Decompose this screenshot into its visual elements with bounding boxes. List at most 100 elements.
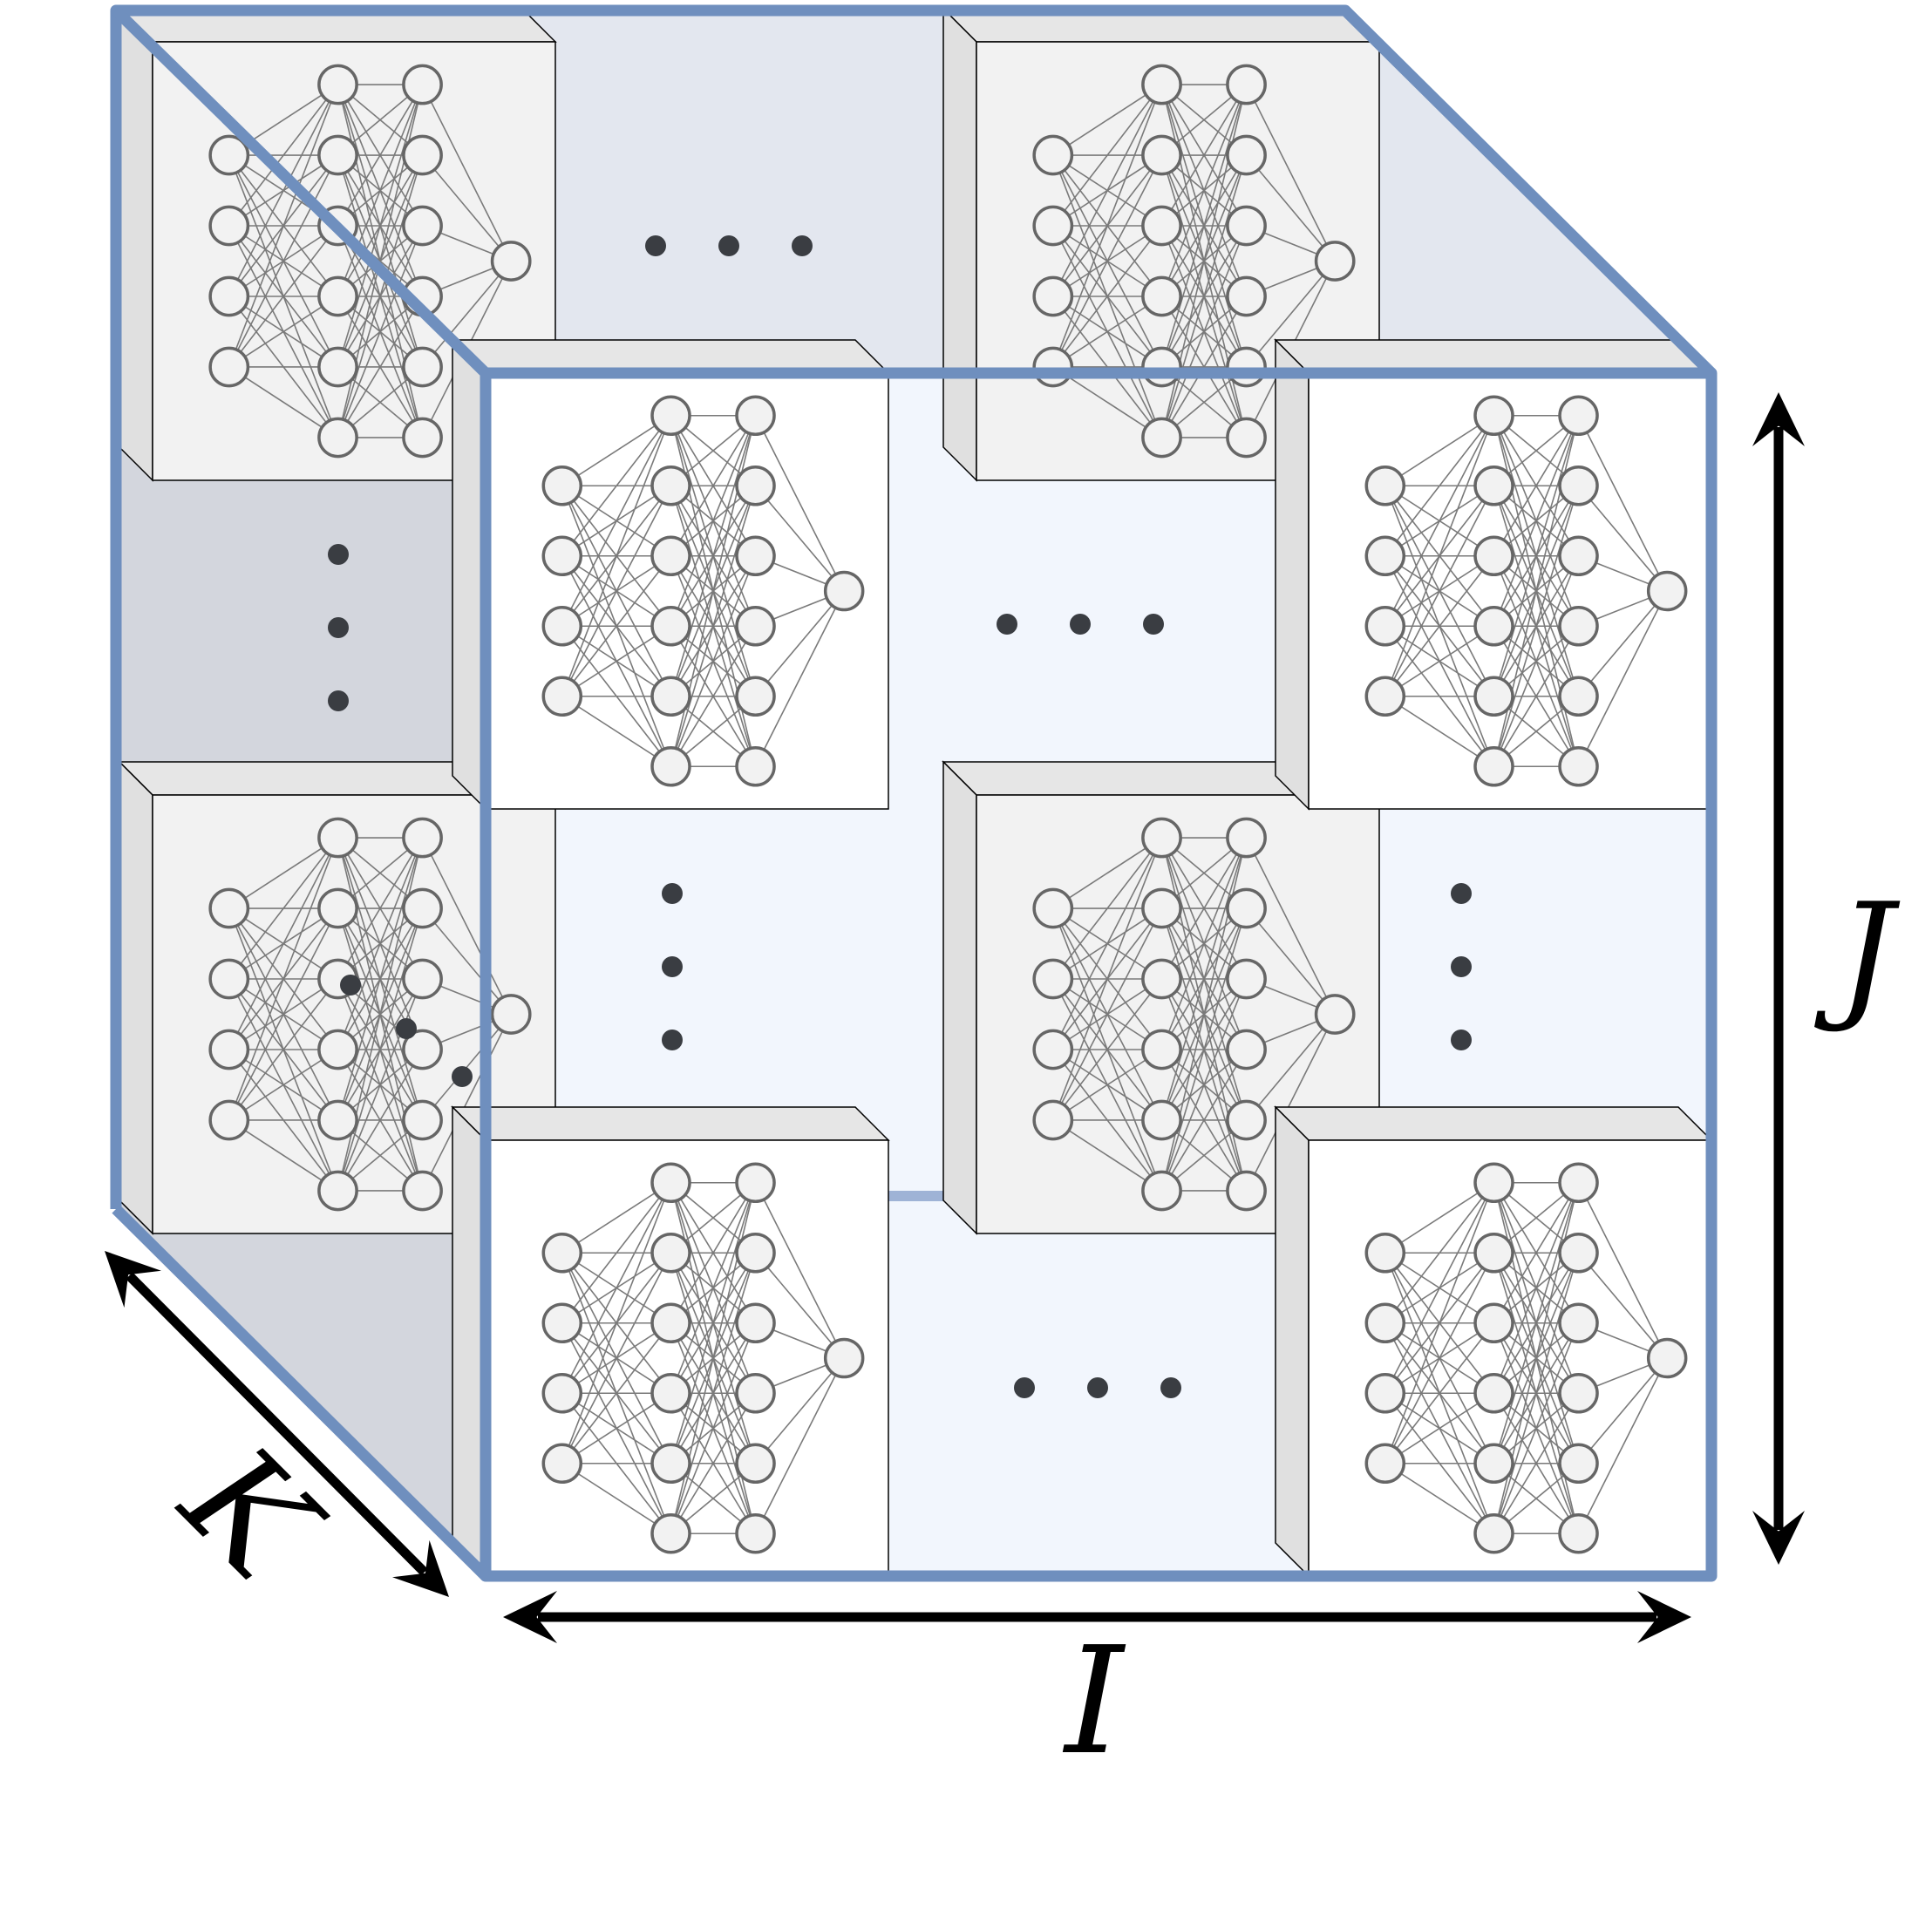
ellipsis-dot <box>1160 1377 1181 1398</box>
network-node <box>208 346 250 388</box>
network-node <box>1032 346 1074 388</box>
cube-top-left-edge <box>112 6 490 377</box>
module-side-bevel <box>119 7 153 482</box>
network-node <box>1141 275 1182 317</box>
network-node <box>650 1162 691 1203</box>
network-node <box>1473 1302 1514 1343</box>
network-node <box>208 1029 250 1070</box>
side-layer <box>328 235 813 1087</box>
network-node <box>1141 134 1182 176</box>
module-top-bevel <box>451 1106 890 1141</box>
network-node <box>735 466 776 506</box>
arrowhead <box>105 1251 161 1308</box>
module-front-bottom-left <box>451 1105 890 1578</box>
network-node <box>1032 1029 1074 1070</box>
ellipsis-dot <box>662 883 683 904</box>
axis-arrow-j <box>1752 392 1805 1565</box>
network-node <box>650 1513 691 1554</box>
network-node <box>541 676 583 717</box>
network-node <box>1558 535 1599 576</box>
ellipsis-dot <box>1451 1030 1472 1050</box>
network-node <box>735 1162 776 1203</box>
ellipsis-dot <box>328 544 349 565</box>
module-panel <box>485 1139 889 1577</box>
network-node <box>1314 994 1356 1035</box>
network-node <box>823 1337 865 1379</box>
network-node <box>1558 1162 1599 1203</box>
network-node <box>735 395 776 436</box>
network-node <box>650 676 691 717</box>
network-node <box>1364 1373 1406 1414</box>
network-node <box>1473 1233 1514 1274</box>
network-node <box>650 1443 691 1484</box>
ellipsis-front-bottom <box>1014 1377 1181 1398</box>
network-node <box>402 887 443 929</box>
network-node <box>402 205 443 247</box>
network-node <box>317 1170 358 1212</box>
module-front-bottom-right <box>1274 1105 1713 1578</box>
network-node <box>1646 1337 1688 1379</box>
network-node <box>541 1302 583 1343</box>
network-node <box>1364 676 1406 717</box>
network-node <box>650 395 691 436</box>
network-node <box>1558 1233 1599 1274</box>
network-node <box>541 1373 583 1414</box>
ellipsis-back-top <box>645 235 813 256</box>
network-node <box>402 417 443 459</box>
network-node <box>1141 1029 1182 1070</box>
network-node <box>317 817 358 859</box>
network-node <box>541 466 583 506</box>
network-node <box>1558 466 1599 506</box>
network-node <box>541 1233 583 1274</box>
network-node <box>317 134 358 176</box>
network-node <box>1226 958 1267 1000</box>
network-node <box>317 417 358 459</box>
arrowhead <box>1752 392 1805 446</box>
network-node <box>1473 1162 1514 1203</box>
network-node <box>1226 134 1267 176</box>
network-node <box>1473 466 1514 506</box>
network-node <box>1364 466 1406 506</box>
module-side-bevel <box>1275 338 1310 811</box>
network-node <box>1141 817 1182 859</box>
network-node <box>402 1170 443 1212</box>
module-panel <box>1308 1139 1712 1577</box>
network-node <box>1032 1099 1074 1141</box>
network-node <box>1473 1443 1514 1484</box>
network-node <box>317 1029 358 1070</box>
axis-label-i: I <box>1062 1615 1126 1788</box>
network-node <box>1226 275 1267 317</box>
ellipsis-dot <box>340 975 361 996</box>
network-node <box>735 1443 776 1484</box>
ellipsis-dot <box>645 235 666 256</box>
network-node <box>1314 241 1356 282</box>
front-layer <box>451 338 1713 1578</box>
ellipsis-dot <box>1087 1377 1108 1398</box>
network-node <box>1032 275 1074 317</box>
network-node <box>1141 64 1182 105</box>
network-node <box>1473 746 1514 787</box>
module-side-bevel <box>1275 1105 1310 1578</box>
ellipsis-dot <box>328 617 349 638</box>
network-node <box>1141 205 1182 247</box>
network-node <box>317 64 358 105</box>
ellipsis-dot <box>718 235 739 256</box>
arrowhead <box>1752 1511 1805 1565</box>
network-node <box>541 606 583 647</box>
network-node <box>1032 134 1074 176</box>
network-node <box>1558 746 1599 787</box>
network-node <box>208 205 250 247</box>
ellipsis-dot <box>1451 883 1472 904</box>
network-node <box>1364 1302 1406 1343</box>
network-node <box>735 746 776 787</box>
module-back-center <box>942 760 1381 1235</box>
cube-bottom-left-edge <box>112 1205 490 1580</box>
axis-arrow-i <box>503 1591 1691 1643</box>
network-node <box>1558 606 1599 647</box>
ellipsis-dot <box>1143 614 1164 635</box>
network-node <box>650 746 691 787</box>
ellipsis-dot <box>997 614 1017 635</box>
network-node <box>650 1373 691 1414</box>
module-front-top-left <box>451 338 890 811</box>
network-node <box>1141 887 1182 929</box>
